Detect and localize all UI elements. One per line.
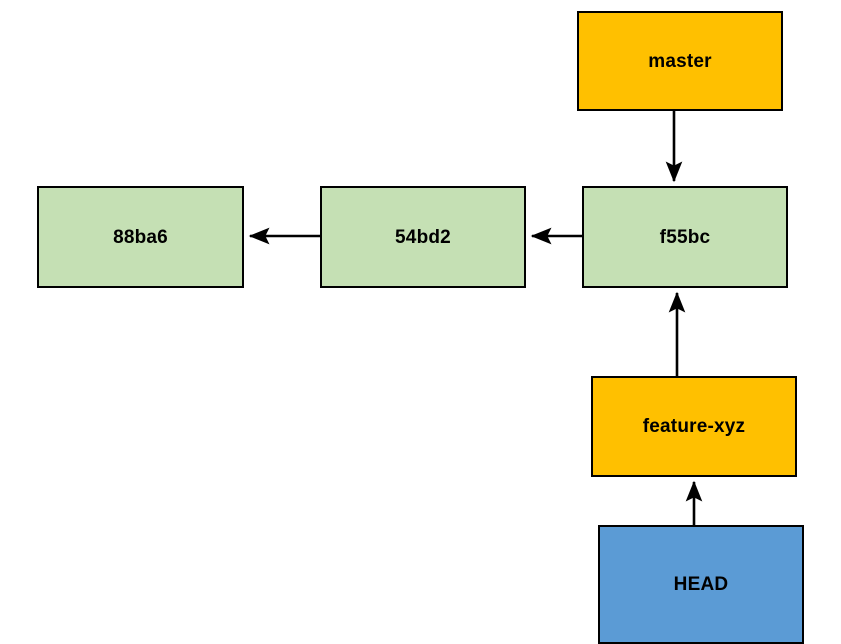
- node-master-label: master: [648, 50, 712, 72]
- node-feature-xyz-label: feature-xyz: [642, 416, 746, 437]
- node-commit-f55bc-label: f55bc: [659, 226, 711, 248]
- node-commit-f55bc[interactable]: f55bc: [582, 186, 788, 288]
- node-commit-54bd2-label: 54bd2: [395, 226, 451, 248]
- node-commit-54bd2[interactable]: 54bd2: [320, 186, 526, 288]
- node-feature-xyz[interactable]: feature-xyz: [591, 376, 797, 477]
- node-commit-88ba6-label: 88ba6: [113, 226, 168, 248]
- node-master[interactable]: master: [577, 11, 783, 111]
- node-head-label: HEAD: [673, 574, 729, 595]
- node-head[interactable]: HEAD: [598, 525, 804, 644]
- node-commit-88ba6[interactable]: 88ba6: [37, 186, 244, 288]
